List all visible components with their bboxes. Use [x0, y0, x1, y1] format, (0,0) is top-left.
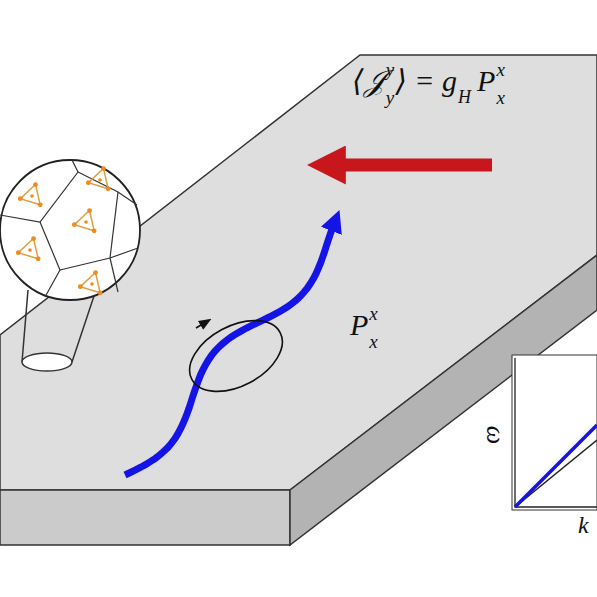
slab-top	[0, 55, 597, 490]
lattice-triangle	[88, 169, 108, 189]
lattice-atom	[31, 236, 36, 241]
lattice-atom	[93, 270, 98, 275]
slab-side	[290, 255, 597, 545]
lattice-atom	[72, 222, 77, 227]
axis-label: k	[578, 513, 589, 537]
superscript: x	[369, 304, 377, 323]
lattice-atom	[90, 282, 94, 286]
polarization-loop	[178, 306, 294, 406]
lattice-atom	[106, 186, 111, 191]
polarization-symbol: P	[477, 66, 495, 96]
lattice-atom	[92, 228, 97, 233]
lattice-atom	[30, 194, 34, 198]
lattice-atom	[84, 220, 88, 224]
subscript: y	[386, 88, 394, 107]
lattice-atom	[87, 208, 92, 213]
lattice-atom	[101, 166, 106, 171]
inset-axes	[515, 358, 597, 507]
grain-triangles	[16, 166, 111, 295]
superscript: x	[496, 60, 504, 79]
lattice-triangle	[80, 273, 100, 293]
lattice-atom	[33, 182, 38, 187]
subscript: H	[458, 88, 471, 106]
polarization-symbol: P	[350, 310, 368, 340]
dispersion-inset	[512, 355, 597, 510]
superscript: y	[386, 60, 394, 79]
lattice-atom	[18, 196, 23, 201]
subscript: x	[369, 332, 377, 351]
axis-label: ω	[482, 426, 508, 444]
current-arrow	[338, 159, 492, 172]
lattice-atom	[16, 250, 21, 255]
magnified-grains	[0, 160, 140, 300]
subscript: x	[496, 88, 504, 107]
lattice-atom	[86, 180, 91, 185]
loop-arrowhead	[196, 322, 206, 328]
lattice-atom	[98, 178, 102, 182]
magnifier-stalk	[22, 290, 96, 362]
lattice-atom	[36, 256, 41, 261]
lattice-triangle	[18, 239, 38, 259]
equation-text: ⟩ = g	[395, 66, 457, 96]
lattice-atom	[28, 248, 32, 252]
lattice-atom	[78, 284, 83, 289]
photon-wave	[125, 225, 334, 475]
slab-front	[0, 490, 290, 545]
grain-boundaries	[0, 160, 138, 297]
dispersion-line-blue	[515, 425, 597, 507]
lattice-atom	[38, 202, 43, 207]
magnifier-foot	[22, 353, 72, 371]
lattice-triangle	[20, 185, 40, 205]
lattice-triangle	[74, 211, 94, 231]
lattice-atom	[98, 290, 103, 295]
current-symbol: ⟨𝒥	[352, 66, 385, 96]
